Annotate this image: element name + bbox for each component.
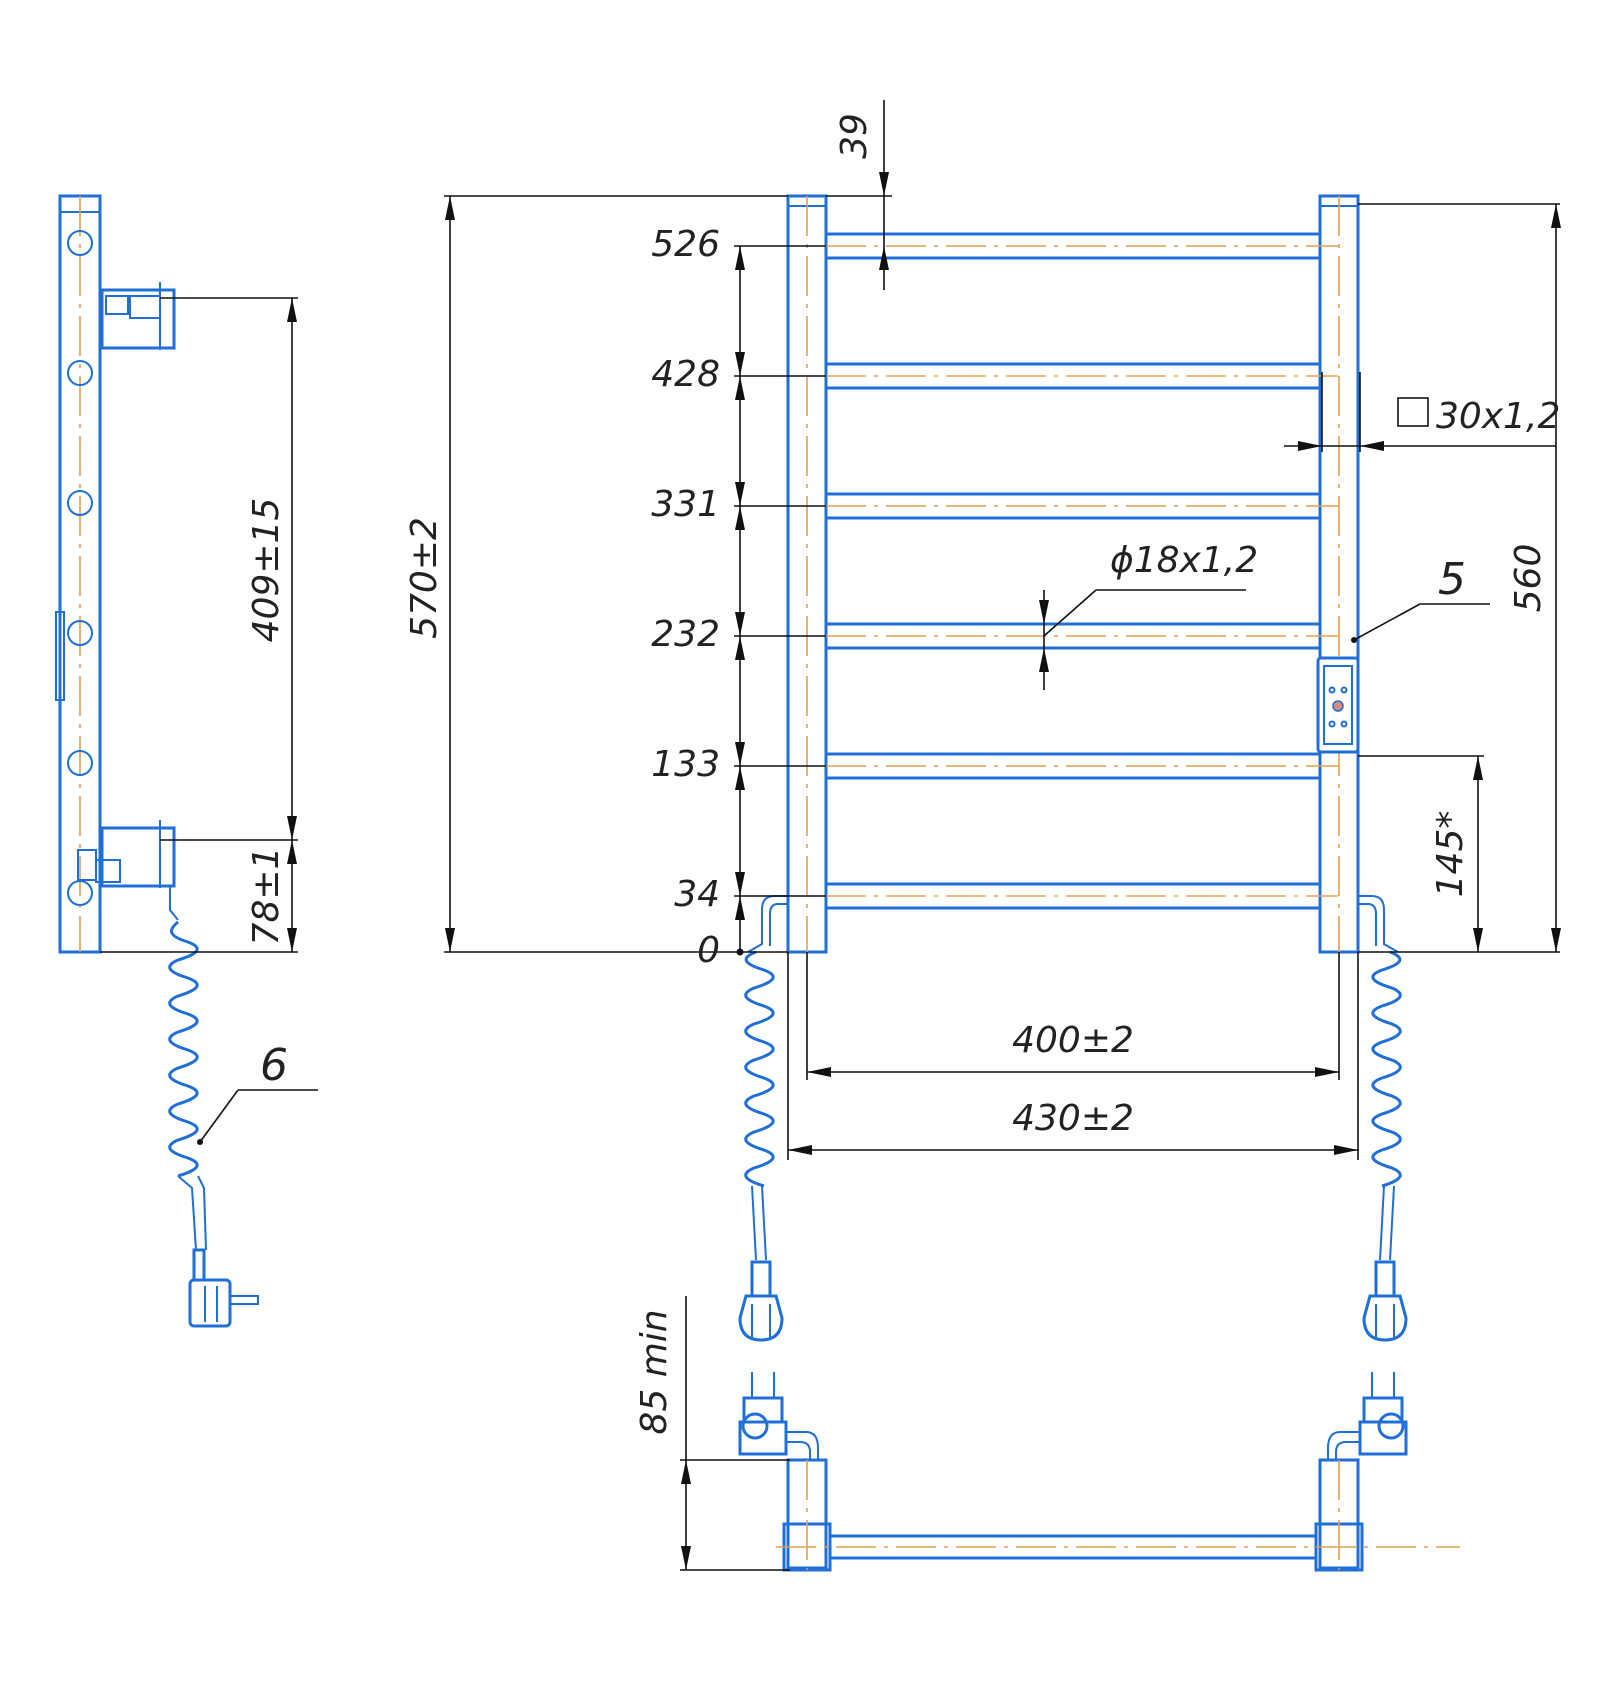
side-dimensions <box>100 297 318 1145</box>
left-plug-top <box>738 1260 784 1342</box>
total-height-label: 570±2 <box>404 517 445 639</box>
top-gap-label: 39 <box>834 113 875 159</box>
bottom-wall-bracket <box>77 820 179 921</box>
bar-331-label: 331 <box>651 484 720 525</box>
square-section-icon <box>1397 397 1429 427</box>
bar-428-label: 428 <box>651 354 720 395</box>
side-view: 409±15 78±1 6 <box>55 194 318 1328</box>
bar-133-label: 133 <box>651 744 720 785</box>
floor-clearance-label: 85 min <box>634 1309 675 1434</box>
mount-spacing-label: 409±15 <box>246 498 287 643</box>
front-dimensions <box>444 100 1561 1160</box>
outer-width-label: 430±2 <box>1012 1098 1134 1139</box>
bottom-view: 85 min <box>634 1296 1460 1572</box>
right-coiled-cable <box>1371 950 1402 1188</box>
top-wall-bracket <box>100 282 176 350</box>
left-coiled-cable <box>744 950 775 1188</box>
side-coiled-cable <box>168 920 199 1178</box>
left-plug-inserted <box>738 1372 819 1460</box>
heater-control-panel <box>1316 656 1360 754</box>
bar-232-label: 232 <box>651 614 720 655</box>
right-plug-top <box>1362 1260 1408 1342</box>
bar-34-label: 34 <box>674 874 720 915</box>
side-plug <box>188 1248 259 1328</box>
mount-bottom-label: 78±1 <box>246 847 287 946</box>
bar-0-label: 0 <box>697 930 720 971</box>
side-bar-circles <box>67 230 93 906</box>
side-heater-box <box>55 611 65 701</box>
square-tube-label: 30x1,2 <box>1436 396 1560 437</box>
inner-width-label: 400±2 <box>1012 1020 1134 1061</box>
callout-6: 6 <box>260 1040 288 1091</box>
round-tube-label: ϕ18x1,2 <box>1110 540 1258 581</box>
bar-526-label: 526 <box>651 224 720 265</box>
callout-5: 5 <box>1438 554 1466 605</box>
heater-offset-label: 145* <box>1430 811 1471 898</box>
right-height-label: 560 <box>1508 544 1549 613</box>
front-view: 39 526 428 331 232 133 34 0 570±2 560 30… <box>404 100 1561 1342</box>
horizontal-bars <box>824 232 1338 910</box>
right-plug-inserted <box>1327 1372 1408 1460</box>
